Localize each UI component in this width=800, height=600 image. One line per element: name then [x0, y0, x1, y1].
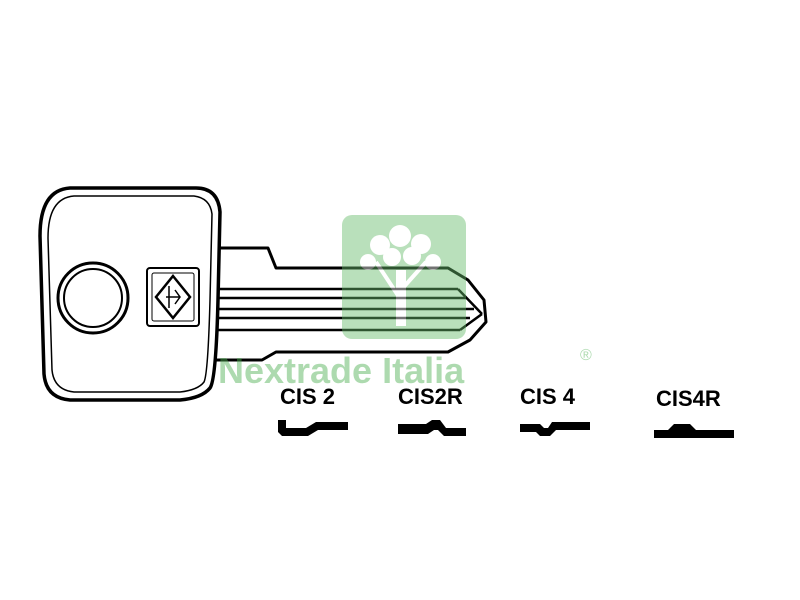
profile-label-cis2: CIS 2 — [280, 384, 335, 409]
watermark: Nextrade Italia ® — [218, 215, 592, 391]
watermark-tree-logo — [342, 215, 466, 339]
blade-grooves — [218, 287, 483, 332]
profile-labels: CIS 2 CIS2R CIS 4 CIS4R — [280, 384, 721, 411]
tree-icon — [360, 225, 441, 326]
profile-shape-cis2r — [398, 420, 466, 436]
profile-label-cis4: CIS 4 — [520, 384, 576, 409]
profile-label-cis4r: CIS4R — [656, 386, 721, 411]
profile-shape-cis4r — [654, 424, 734, 438]
key-blade — [210, 246, 488, 362]
cisa-logo-icon — [146, 267, 200, 327]
key-head — [38, 186, 222, 402]
key-hole-inner — [63, 268, 123, 328]
watermark-registered: ® — [580, 347, 592, 364]
profile-shape-cis4 — [520, 422, 590, 436]
profile-shape-cis2 — [278, 420, 348, 436]
key-head-inner-outline — [47, 195, 213, 393]
watermark-text: Nextrade Italia — [218, 350, 465, 391]
profile-label-cis2r: CIS2R — [398, 384, 463, 409]
blade-outline — [210, 246, 488, 362]
profile-shapes — [278, 420, 734, 438]
